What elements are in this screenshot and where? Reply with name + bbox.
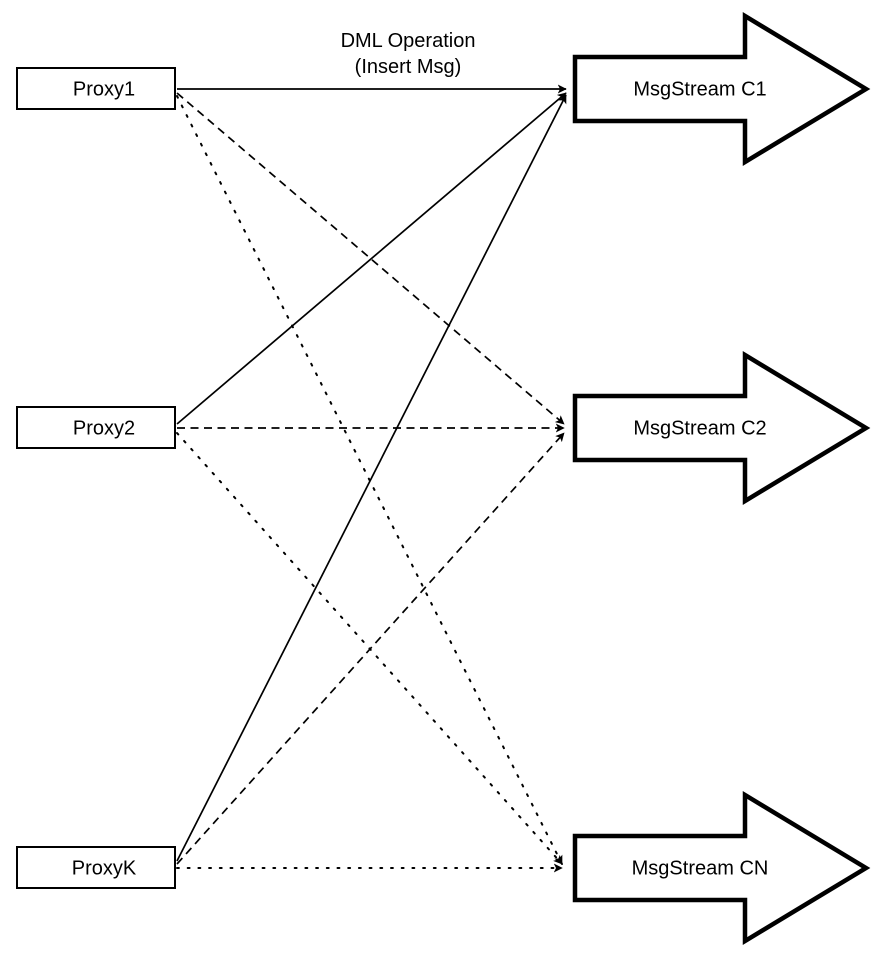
- edge-proxyk-to-stream-c1: [176, 94, 567, 862]
- edge-proxyk-to-stream-c2: [176, 432, 565, 865]
- edge-proxy1-to-stream-c2: [176, 92, 565, 425]
- block-arrow-icon[interactable]: [572, 351, 871, 505]
- msgstream-label: MsgStream C1: [633, 78, 766, 100]
- proxy-label: Proxy2: [73, 417, 135, 439]
- edge-caption-line1: DML Operation: [341, 30, 476, 52]
- proxy-label: ProxyK: [72, 857, 137, 879]
- edge-group-proxyk: [176, 94, 567, 873]
- edge-caption-dml-operation: DML Operation (Insert Msg): [341, 30, 476, 78]
- proxy-box[interactable]: [16, 846, 176, 889]
- edge-group-proxy1: [176, 84, 567, 865]
- edge-proxy2-to-stream-c1: [176, 92, 567, 425]
- proxy-box[interactable]: [16, 406, 176, 449]
- edge-caption-line2: (Insert Msg): [355, 56, 462, 78]
- edge-proxy1-to-stream-cn: [176, 95, 563, 865]
- proxy-node-proxy2[interactable]: Proxy2: [16, 406, 176, 449]
- proxy-box[interactable]: [16, 67, 176, 110]
- block-arrow-icon[interactable]: [572, 12, 871, 166]
- msgstream-node-stream-cn[interactable]: MsgStream CN: [572, 791, 871, 945]
- msgstream-label: MsgStream CN: [632, 857, 769, 879]
- block-arrow-icon[interactable]: [572, 791, 871, 945]
- proxy-label: Proxy1: [73, 78, 135, 100]
- proxy-node-proxyk[interactable]: ProxyK: [16, 846, 176, 889]
- msgstream-node-stream-c1[interactable]: MsgStream C1: [572, 12, 871, 166]
- msgstream-label: MsgStream C2: [633, 417, 766, 439]
- proxy-node-proxy1[interactable]: Proxy1: [16, 67, 176, 110]
- msgstream-node-stream-c2[interactable]: MsgStream C2: [572, 351, 871, 505]
